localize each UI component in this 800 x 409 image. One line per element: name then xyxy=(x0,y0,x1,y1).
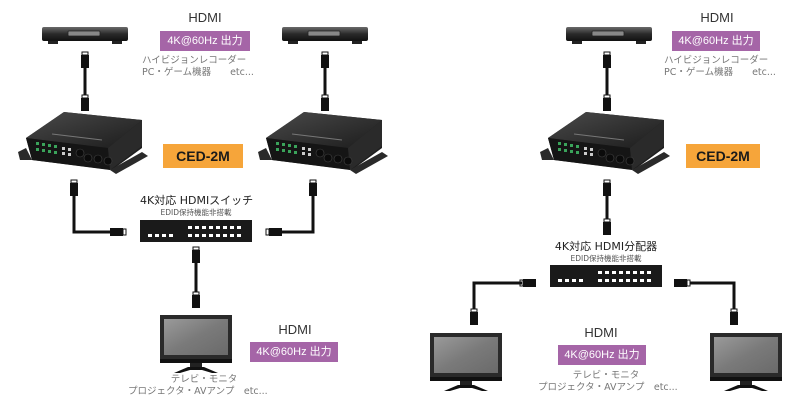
source-spec-badge-2: 4K@60Hz 出力 xyxy=(672,31,760,51)
tv-device-2 xyxy=(710,333,782,391)
sink-devices-line1: テレビ・モニタ xyxy=(170,374,238,385)
hdmi-cable-conv3-splitter xyxy=(602,179,612,236)
hdmi-cable-splitter-tv1 xyxy=(469,278,537,326)
splitter-subtitle: EDID保持機能非搭載 xyxy=(570,254,642,263)
sink-spec-badge: 4K@60Hz 出力 xyxy=(250,342,338,362)
hdmi-cable-rec3 xyxy=(602,51,612,112)
model-badge: CED-2M xyxy=(163,144,243,168)
source-spec-badge: 4K@60Hz 出力 xyxy=(160,31,250,51)
source-devices-line1: ハイビジョンレコーダー xyxy=(142,55,247,66)
hdmi-cable-rec2 xyxy=(320,51,330,112)
right-diagram-graphics xyxy=(430,26,782,391)
hdmi-cable-conv1-switch xyxy=(69,179,127,237)
converter-device-1 xyxy=(17,111,149,175)
switch-title: 4K対応 HDMIスイッチ xyxy=(140,194,254,207)
hdmi-cable-splitter-tv2 xyxy=(673,278,739,326)
sink-interface-label: HDMI xyxy=(278,322,312,337)
sink-spec-badge-2: 4K@60Hz 出力 xyxy=(558,345,646,365)
splitter-title: 4K対応 HDMI分配器 xyxy=(554,240,658,253)
tv-device xyxy=(160,315,232,373)
hdmi-splitter-device xyxy=(550,265,662,287)
sink-devices-line1-2: テレビ・モニタ xyxy=(572,370,640,381)
sink-devices-line2: プロジェクタ・AVアンプ etc... xyxy=(128,386,268,397)
switch-subtitle: EDID保持機能非搭載 xyxy=(160,208,232,217)
hdmi-switch-device xyxy=(140,220,252,242)
model-badge-2: CED-2M xyxy=(686,144,760,168)
hdmi-cable-rec1 xyxy=(80,51,90,112)
converter-device-3 xyxy=(539,111,671,175)
hdmi-cable-conv2-switch xyxy=(265,179,318,237)
source-interface-label-2: HDMI xyxy=(700,10,734,25)
left-diagram-graphics xyxy=(17,26,389,373)
source-interface-label: HDMI xyxy=(188,10,222,25)
source-devices-line1-2: ハイビジョンレコーダー xyxy=(664,55,769,66)
hdmi-cable-switch-tv xyxy=(191,246,201,309)
source-devices-line2-2: PC・ゲーム機器 etc... xyxy=(664,67,776,78)
sink-devices-line2-2: プロジェクタ・AVアンプ etc... xyxy=(538,382,678,393)
recorder-device-2 xyxy=(281,26,369,45)
sink-interface-label-2: HDMI xyxy=(584,325,618,340)
recorder-device-1 xyxy=(41,26,129,45)
tv-device-1 xyxy=(430,333,502,391)
source-devices-line2: PC・ゲーム機器 etc... xyxy=(142,67,254,78)
converter-device-2 xyxy=(257,111,389,175)
recorder-device-3 xyxy=(565,26,653,45)
